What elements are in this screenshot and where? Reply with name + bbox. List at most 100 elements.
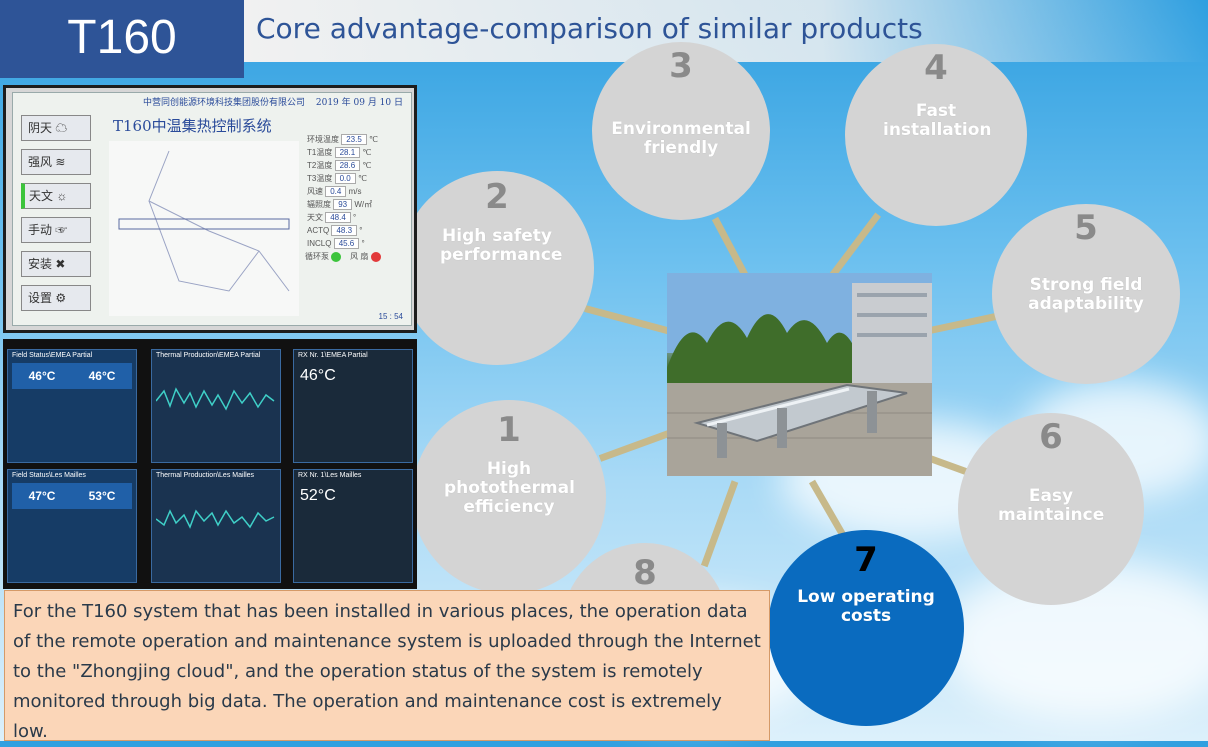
tracker-diagram bbox=[109, 141, 299, 316]
receiver-temperature: 46°C bbox=[300, 367, 336, 384]
fan-status-light bbox=[370, 251, 381, 262]
temperature-value: 47°C bbox=[28, 489, 56, 503]
mode-button-wind[interactable]: 强风 ≋ bbox=[21, 149, 91, 175]
thermal-production-chart bbox=[155, 509, 275, 529]
advantage-label: Environmental friendly bbox=[611, 119, 751, 158]
hmi-display: 中营同创能源环境科技集团股份有限公司 2019 年 09 月 10 日 T160… bbox=[12, 92, 412, 326]
reading-label: T1温度 bbox=[307, 148, 333, 157]
reading-unit: W/㎡ bbox=[354, 200, 373, 209]
mode-button-install[interactable]: 安装 ✖ bbox=[21, 251, 91, 277]
temperature-value: 53°C bbox=[88, 489, 116, 503]
reading-row: 天文 48.4 ° bbox=[307, 211, 407, 224]
tracker-diagram-graphic bbox=[118, 150, 290, 292]
mode-button-manual[interactable]: 手动 ☞ bbox=[21, 217, 91, 243]
reading-label: ACTQ bbox=[307, 226, 330, 235]
advantage-number: 4 bbox=[924, 48, 948, 88]
thermal-production-title: Thermal Production\Les Mailles bbox=[156, 472, 255, 479]
advantage-circle-1[interactable]: 1 High photothermal efficiency bbox=[412, 400, 606, 594]
system-title: T160中温集热控制系统 bbox=[113, 117, 272, 135]
reading-unit: ℃ bbox=[369, 135, 379, 144]
spoke-2 bbox=[584, 305, 678, 337]
collector-photo bbox=[667, 273, 932, 476]
reading-unit: ℃ bbox=[362, 148, 372, 157]
thermal-production-title: Thermal Production\EMEA Partial bbox=[156, 352, 261, 359]
advantage-number: 2 bbox=[485, 177, 509, 217]
spoke-5 bbox=[929, 312, 1000, 334]
reading-unit: m/s bbox=[348, 187, 362, 196]
field-status-card: Field Status\EMEA Partial 46°C 46°C bbox=[7, 349, 137, 463]
reading-unit: ℃ bbox=[362, 161, 372, 170]
receiver-title: RX Nr. 1\EMEA Partial bbox=[298, 352, 368, 359]
advantage-label: High safety performance bbox=[440, 226, 563, 265]
advantage-label: Easy maintaince bbox=[998, 486, 1105, 525]
receiver-temperature: 52°C bbox=[300, 487, 336, 504]
company-name: 中营同创能源环境科技集团股份有限公司 bbox=[143, 98, 306, 108]
reading-unit: ° bbox=[353, 213, 357, 222]
reading-value: 48.3 bbox=[331, 225, 358, 236]
advantage-circle-3[interactable]: 3 Environmental friendly bbox=[592, 42, 770, 220]
mode-button-cloudy[interactable]: 阴天 ☁ bbox=[21, 115, 91, 141]
mode-label: 天文 bbox=[29, 189, 54, 203]
reading-row: 辐照度 93 W/㎡ bbox=[307, 198, 407, 211]
reading-label: 环境温度 bbox=[307, 135, 339, 144]
description-box: For the T160 system that has been instal… bbox=[4, 590, 770, 742]
pump-status-light bbox=[331, 251, 342, 262]
thermal-production-chart bbox=[155, 387, 275, 411]
advantage-circle-6[interactable]: 6 Easy maintaince bbox=[958, 413, 1144, 605]
hmi-date: 2019 年 09 月 10 日 bbox=[315, 98, 403, 108]
advantage-circle-5[interactable]: 5 Strong field adaptability bbox=[992, 204, 1180, 384]
product-title-box: T160 bbox=[0, 0, 244, 78]
page-indicator: 15 : 54 bbox=[378, 312, 403, 321]
advantage-number: 6 bbox=[1039, 417, 1063, 457]
reading-row: 环境温度 23.5 ℃ bbox=[307, 133, 407, 146]
advantage-label: Low operating costs bbox=[797, 587, 935, 626]
reading-value: 45.6 bbox=[333, 238, 360, 249]
readings-panel: 环境温度 23.5 ℃ T1温度 28.1 ℃ T2温度 28.6 ℃ T3温度… bbox=[307, 133, 407, 250]
reading-unit: ° bbox=[361, 239, 365, 248]
reading-value: 93 bbox=[333, 199, 353, 210]
reading-unit: ° bbox=[359, 226, 363, 235]
receiver-title: RX Nr. 1\Les Mailles bbox=[298, 472, 362, 479]
mode-label: 安装 bbox=[28, 257, 53, 271]
field-temps: 47°C 53°C bbox=[12, 483, 132, 509]
mode-button-astronomical[interactable]: 天文 ☼ bbox=[21, 183, 91, 209]
advantage-label: High photothermal efficiency bbox=[444, 459, 575, 517]
advantage-number: 5 bbox=[1074, 208, 1098, 248]
advantage-circle-7[interactable]: 7 Low operating costs bbox=[768, 530, 964, 726]
fan-status-label: 风 扇 bbox=[350, 252, 369, 261]
reading-row: T1温度 28.1 ℃ bbox=[307, 146, 407, 159]
description-text: For the T160 system that has been instal… bbox=[13, 601, 761, 742]
advantage-circle-2[interactable]: 2 High safety performance bbox=[400, 171, 594, 365]
advantage-circle-4[interactable]: 4 Fast installation bbox=[845, 44, 1027, 226]
reading-row: INCLQ 45.6 ° bbox=[307, 237, 407, 250]
pump-status-label: 循环泵 bbox=[305, 252, 329, 261]
mode-label: 强风 bbox=[28, 155, 53, 169]
reading-label: INCLQ bbox=[307, 239, 332, 248]
controller-touchscreen: 中营同创能源环境科技集团股份有限公司 2019 年 09 月 10 日 T160… bbox=[3, 85, 417, 333]
advantage-label: Strong field adaptability bbox=[1028, 275, 1144, 314]
reading-label: T3温度 bbox=[307, 174, 333, 183]
temperature-value: 46°C bbox=[28, 369, 56, 383]
receiver-card: RX Nr. 1\Les Mailles 52°C bbox=[293, 469, 413, 583]
reading-value: 23.5 bbox=[341, 134, 367, 145]
spoke-4 bbox=[827, 212, 881, 281]
reading-value: 28.1 bbox=[334, 147, 361, 158]
reading-label: 天文 bbox=[307, 213, 323, 222]
mode-button-settings[interactable]: 设置 ⚙ bbox=[21, 285, 91, 311]
subtitle-bar: Core advantage-comparison of similar pro… bbox=[244, 0, 1208, 62]
receiver-card: RX Nr. 1\EMEA Partial 46°C bbox=[293, 349, 413, 463]
slide-subtitle: Core advantage-comparison of similar pro… bbox=[256, 12, 923, 45]
field-status-card: Field Status\Les Mailles 47°C 53°C bbox=[7, 469, 137, 583]
field-temps: 46°C 46°C bbox=[12, 363, 132, 389]
reading-row: 风速 0.4 m/s bbox=[307, 185, 407, 198]
reading-value: 0.4 bbox=[325, 186, 347, 197]
mode-label: 设置 bbox=[28, 291, 53, 305]
reading-row: T2温度 28.6 ℃ bbox=[307, 159, 407, 172]
collector-photo-illustration bbox=[667, 273, 932, 476]
product-title: T160 bbox=[67, 11, 177, 64]
reading-row: ACTQ 48.3 ° bbox=[307, 224, 407, 237]
reading-label: 辐照度 bbox=[307, 200, 331, 209]
reading-unit: ℃ bbox=[357, 174, 367, 183]
reading-label: T2温度 bbox=[307, 161, 333, 170]
